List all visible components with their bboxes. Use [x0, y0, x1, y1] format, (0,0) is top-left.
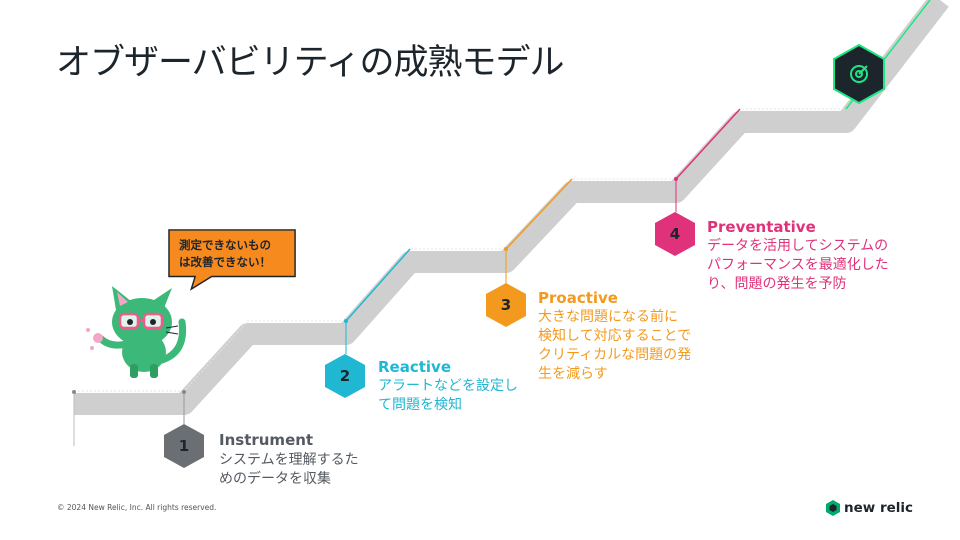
page-title: オブザーバビリティの成熟モデル [56, 43, 565, 83]
target-icon [850, 65, 868, 83]
new-relic-logo: new relic [826, 500, 913, 516]
goal-hexagon [833, 43, 885, 105]
brand-name: new relic [844, 500, 914, 516]
stage-1-number: 1 [178, 437, 190, 455]
stage-4-description: データを活用してシステムの パフォーマンスを最適化した り、問題の発生を予防 [707, 238, 889, 292]
stage-1-description: システムを理解するた めのデータを収集 [219, 452, 359, 487]
stage-1-hexagon: 1 [164, 424, 204, 468]
cat-mascot [86, 286, 187, 378]
stage-4-hexagon: 4 [655, 212, 695, 256]
stage-4-accent [675, 108, 741, 180]
stage-3-title: Proactive [538, 289, 618, 307]
stage-4-number: 4 [669, 225, 681, 243]
stage-3-description: 大きな問題になる前に 検知して対応することで クリティカルな問題の発 生を減らす [538, 309, 692, 382]
callout-text: 測定できないもの は改善できない！ [179, 238, 271, 269]
stage-2-hexagon: 2 [325, 354, 365, 398]
stage-1-title: Instrument [219, 431, 314, 449]
stage-4-title: Preventative [707, 218, 816, 236]
stage-2-number: 2 [339, 367, 351, 385]
stage-3-number: 3 [500, 296, 512, 314]
new-relic-logo-icon [826, 500, 840, 516]
callout-bubble [168, 229, 296, 291]
stage-3-hexagon: 3 [486, 283, 526, 327]
stage-2-description: アラートなどを設定し て問題を検知 [378, 378, 518, 413]
stage-3-accent [505, 178, 573, 250]
stage-2-accent [345, 248, 411, 322]
stair-band [74, 0, 949, 415]
copyright-text: © 2024 New Relic, Inc. All rights reserv… [57, 503, 217, 512]
stage-2-title: Reactive [378, 358, 452, 376]
